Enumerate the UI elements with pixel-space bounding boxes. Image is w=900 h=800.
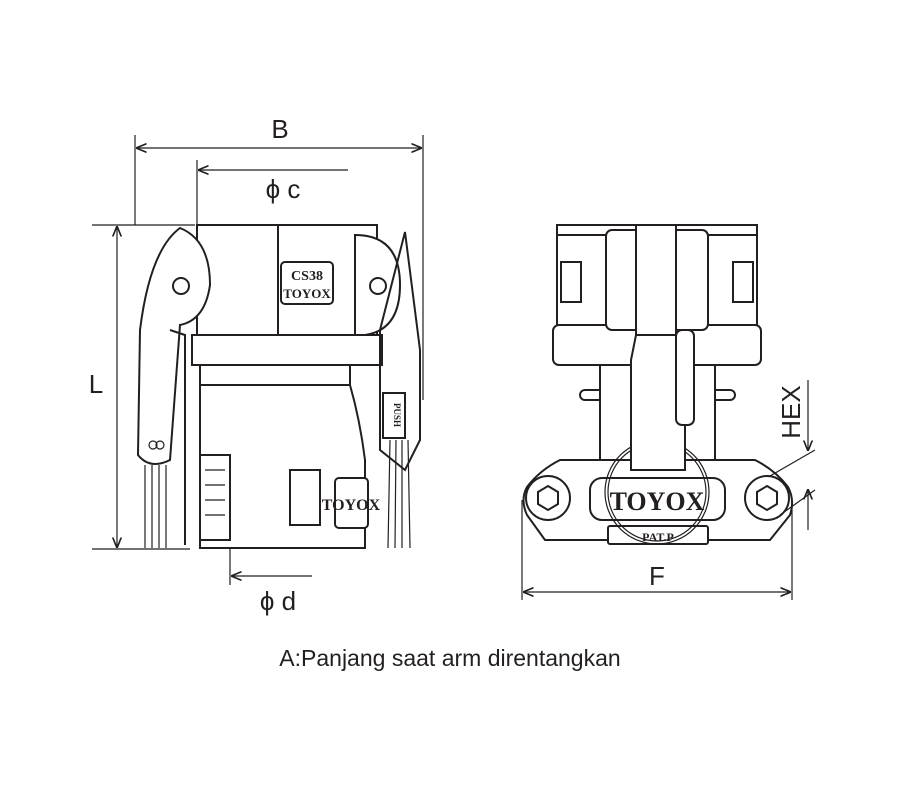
size-plate bbox=[280, 261, 334, 305]
hex-plug-right bbox=[744, 475, 790, 521]
dim-hex-label: HEX bbox=[776, 385, 806, 438]
caption: A:Panjang saat arm direntangkan bbox=[279, 645, 621, 671]
dim-l-label: L bbox=[89, 369, 103, 399]
push-label: PUSH bbox=[392, 403, 402, 427]
arm-right bbox=[671, 229, 709, 331]
side-view: B ϕ c L ϕ d TOYOX CS38 TOYOX PUSH bbox=[89, 114, 424, 616]
cam-arm-left bbox=[136, 226, 212, 465]
front-brand: TOYOX bbox=[610, 487, 705, 516]
size-mark: CS38 bbox=[291, 269, 323, 284]
dim-b-label: B bbox=[271, 114, 288, 144]
svg-text:TOYOX: TOYOX bbox=[283, 286, 331, 301]
front-view: TOYOX PAT.P F HEX bbox=[521, 224, 816, 600]
side-brand-mark: TOYOX bbox=[322, 497, 381, 514]
hex-plug-left bbox=[525, 475, 571, 521]
push-button bbox=[382, 392, 406, 439]
dim-d-label: ϕ d bbox=[260, 586, 296, 616]
front-brand-plate bbox=[589, 477, 726, 521]
dim-c-label: ϕ c bbox=[266, 174, 301, 204]
cam-arm-right bbox=[354, 233, 402, 336]
dim-f-label: F bbox=[649, 561, 665, 591]
patent-mark: PAT.P bbox=[642, 530, 674, 544]
